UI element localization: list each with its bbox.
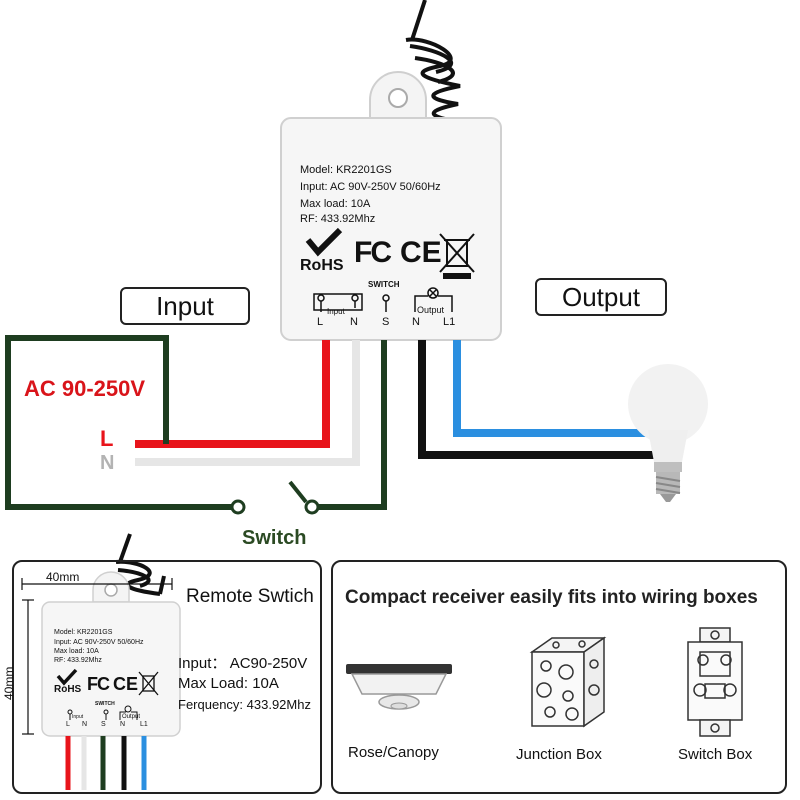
terminal-label-l1: L1 <box>443 316 456 328</box>
neutral-label: N <box>100 452 115 474</box>
terminal-label-n: N <box>350 316 358 328</box>
terminal-icons <box>313 287 453 312</box>
ac-voltage-label: AC 90-250V <box>24 376 146 401</box>
junction-box-caption: Junction Box <box>516 746 602 763</box>
small-terminal-label-l: L <box>66 721 70 728</box>
rohs-check-icon <box>305 227 343 257</box>
small-weee-bin-icon <box>138 671 159 696</box>
blue-output-wire <box>453 340 655 437</box>
small-fc-logo: FC <box>87 674 110 694</box>
small-module-switch-label: SWITCH <box>95 701 115 707</box>
light-bulb-icon <box>628 364 708 502</box>
switch-box-illustration <box>687 627 743 737</box>
input-label: Input <box>120 287 250 325</box>
terminal-label-n-out: N <box>412 316 420 328</box>
remote-spec-maxload: Max Load: 10A <box>178 675 279 692</box>
terminal-label-s: S <box>382 316 390 328</box>
module-rf-text: RF: 433.92Mhz <box>300 213 376 225</box>
module-model-text: Model: KR2201GS <box>300 164 392 176</box>
small-module-model-text: Model: KR2201GS <box>54 629 113 636</box>
small-rohs-logo: RoHS <box>54 684 82 695</box>
receiver-module <box>280 71 502 341</box>
switch-label: Switch <box>242 527 307 549</box>
remote-spec-frequency: Ferquency: 433.92Mhz <box>178 697 311 712</box>
fc-logo: FC <box>354 236 392 269</box>
small-terminal-label-l1: L1 <box>140 721 148 728</box>
small-terminal-label-n: N <box>82 721 88 728</box>
mounting-hole <box>388 88 408 108</box>
small-wires <box>65 736 147 790</box>
switch-wire <box>318 340 387 510</box>
small-module-output-group-label: Output <box>122 714 141 720</box>
small-module-input-group-label: Input <box>72 714 84 720</box>
weee-bin-icon <box>439 233 475 279</box>
black-output-wire <box>418 340 655 459</box>
rohs-logo: RoHS <box>300 257 344 274</box>
dimension-lines <box>21 578 173 735</box>
output-label: Output <box>535 278 667 316</box>
neutral-wire <box>135 340 360 466</box>
wires <box>5 335 655 510</box>
small-terminal-label-s: S <box>101 721 106 728</box>
remote-spec-input: Input： AC90-250V <box>178 655 308 672</box>
switch-box-caption: Switch Box <box>678 746 753 763</box>
small-rohs-check-icon <box>56 668 78 686</box>
terminal-label-l: L <box>317 316 324 328</box>
module-output-group-label: Output <box>417 305 445 315</box>
rose-canopy-illustration <box>346 664 452 710</box>
small-receiver-module <box>41 533 181 737</box>
ce-logo: CE <box>400 236 442 269</box>
module-switch-label: SWITCH <box>368 280 400 289</box>
junction-box-illustration <box>529 636 607 728</box>
rose-canopy-caption: Rose/Canopy <box>348 744 439 761</box>
module-input-text: Input: AC 90V-250V 50/60Hz <box>300 181 441 193</box>
small-ce-logo: CE <box>113 674 139 694</box>
live-wire <box>135 340 330 448</box>
live-label: L <box>100 426 114 451</box>
remote-height-dimension: 40mm <box>2 666 16 700</box>
small-terminal-label-n-out: N <box>120 721 126 728</box>
small-module-rf-text: RF: 433.92Mhz <box>54 657 102 664</box>
small-module-input-text: Input: AC 90V-250V 50/60Hz <box>54 639 144 646</box>
wall-switch-symbol <box>230 480 320 515</box>
remote-switch-panel <box>12 560 322 794</box>
wiring-boxes-title: Compact receiver easily fits into wiring… <box>345 587 758 608</box>
remote-switch-title: Remote Swtich <box>186 586 314 607</box>
module-input-group-label: Input <box>327 307 345 316</box>
small-module-maxload-text: Max load: 10A <box>54 648 99 655</box>
wiring-boxes-panel <box>331 560 787 794</box>
remote-width-dimension: 40mm <box>46 570 80 584</box>
module-maxload-text: Max load: 10A <box>300 198 371 210</box>
switch-loop-wire <box>5 335 232 510</box>
